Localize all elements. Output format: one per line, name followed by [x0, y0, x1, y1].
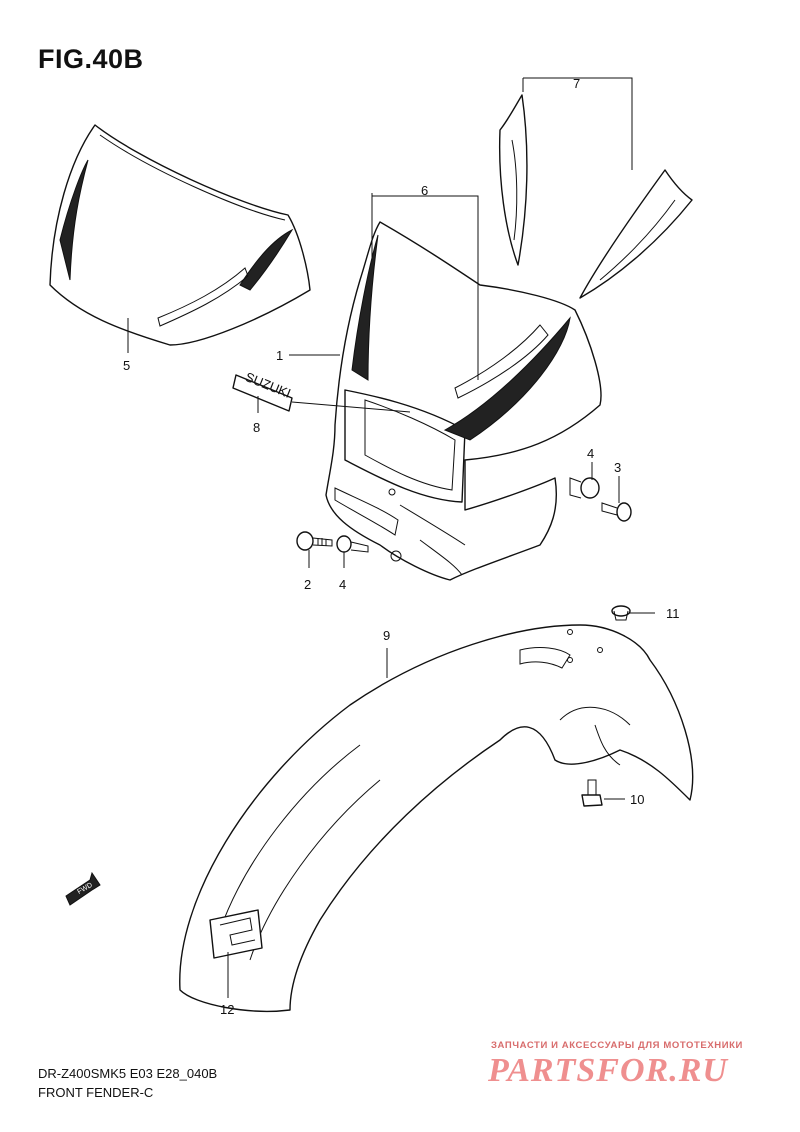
callout-6: 6 — [421, 183, 428, 198]
forward-direction-arrow-icon: FWD — [65, 871, 101, 906]
screw-left-part[interactable] — [296, 531, 333, 551]
callout-12: 12 — [220, 1002, 234, 1017]
figure-title: FIG.40B — [38, 44, 144, 74]
callout-1: 1 — [276, 348, 283, 363]
front-fender-part[interactable] — [179, 624, 694, 1012]
leader-lines — [127, 77, 655, 998]
callout-8: 8 — [253, 420, 260, 435]
callout-11: 11 — [666, 606, 680, 621]
callout-4-left: 4 — [339, 577, 346, 592]
section-name: FRONT FENDER-C — [38, 1085, 154, 1100]
callout-3: 3 — [614, 460, 621, 475]
screw-right-part[interactable] — [601, 502, 632, 522]
side-decal-left-part[interactable] — [498, 94, 528, 266]
nut-left-part[interactable] — [336, 535, 369, 553]
model-code: DR-Z400SMK5 E03 E28_040B — [38, 1066, 218, 1081]
nut-right-part[interactable] — [569, 477, 600, 499]
side-decal-right-part[interactable] — [579, 169, 693, 299]
callout-5: 5 — [123, 358, 130, 373]
watermark-tagline: ЗАПЧАСТИ И АКСЕССУАРЫ ДЛЯ МОТОТЕХНИКИ — [491, 1040, 743, 1051]
callout-2: 2 — [304, 577, 311, 592]
emblem-part[interactable]: SUZUKI — [232, 369, 293, 412]
fender-bolt-part[interactable] — [581, 779, 603, 807]
callout-9: 9 — [383, 628, 390, 643]
callout-10: 10 — [630, 792, 644, 807]
watermark-brand: PARTSFOR.RU — [488, 1052, 728, 1089]
callout-7: 7 — [573, 76, 580, 91]
windscreen-part[interactable] — [49, 124, 311, 346]
headlight-cowl-part[interactable] — [325, 221, 602, 581]
grommet-part[interactable] — [611, 605, 631, 621]
callout-4-right: 4 — [587, 446, 594, 461]
fender-logo-decal-part[interactable] — [209, 909, 263, 959]
